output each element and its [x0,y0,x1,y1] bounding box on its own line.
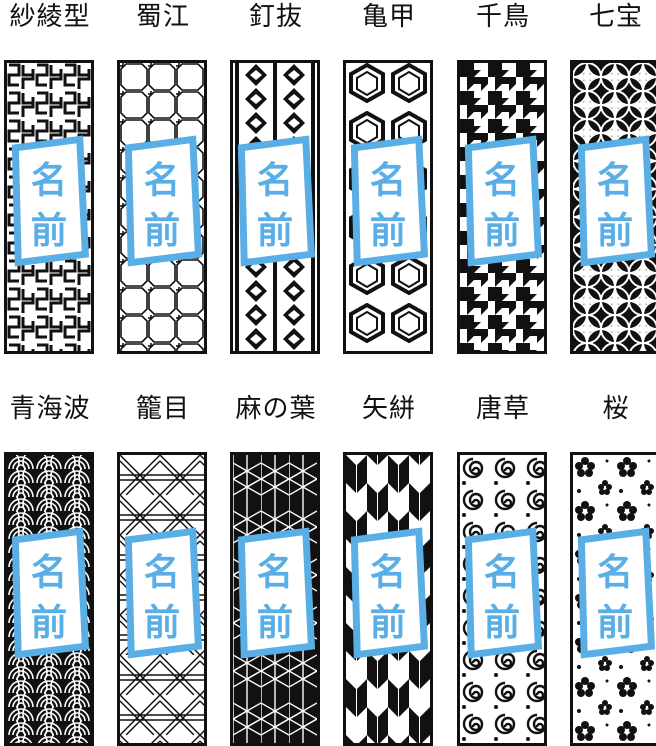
kagome-pattern: 名 前 [117,452,207,746]
yagasuri-pattern: 名 前 [343,452,433,746]
kikko-pattern: 名 前 [343,60,433,354]
svg-text:前: 前 [257,601,293,644]
name-badge-icon: 名 前 [577,135,656,267]
pattern-title: 唐草 [475,394,530,424]
pattern-title: 千鳥 [475,2,530,32]
name-badge-icon: 名 前 [577,527,656,659]
name-badge-icon: 名 前 [124,135,203,267]
svg-text:前: 前 [597,209,633,252]
name-badge-icon: 名 前 [11,135,90,267]
seigaiha-pattern: 名 前 [4,452,94,746]
houndstooth-pattern: 名 前 [457,60,547,354]
svg-text:名: 名 [144,159,180,202]
name-badge-icon: 名 前 [237,527,316,659]
svg-text:名: 名 [257,159,293,202]
pattern-title: 籠目 [135,394,190,424]
pattern-title: 釘抜 [248,2,303,32]
svg-text:名: 名 [31,159,67,202]
svg-text:前: 前 [597,601,633,644]
karakusa-pattern: 名 前 [457,452,547,746]
svg-text:前: 前 [484,209,520,252]
svg-text:名: 名 [370,551,406,594]
svg-text:前: 前 [370,209,406,252]
name-badge-icon: 名 前 [464,135,543,267]
pattern-title: 青海波 [9,394,91,424]
pattern-title: 矢絣 [361,394,416,424]
svg-text:名: 名 [257,551,293,594]
shokko-pattern: 名 前 [117,60,207,354]
svg-text:名: 名 [597,159,633,202]
svg-text:前: 前 [31,601,67,644]
pattern-title: 七宝 [588,2,643,32]
pattern-title: 蜀江 [135,2,190,32]
name-badge-icon: 名 前 [11,527,90,659]
svg-text:前: 前 [31,209,67,252]
name-badge-icon: 名 前 [350,527,429,659]
svg-text:前: 前 [144,209,180,252]
svg-text:名: 名 [597,551,633,594]
pattern-title: 紗綾型 [9,2,91,32]
name-badge-icon: 名 前 [350,135,429,267]
asanoha-pattern: 名 前 [230,452,320,746]
pattern-title: 亀甲 [361,2,416,32]
svg-text:名: 名 [484,159,520,202]
shippo-pattern: 名 前 [570,60,656,354]
pattern-title: 桜 [602,394,630,424]
sakura-pattern: 名 前 [570,452,656,746]
svg-text:名: 名 [144,551,180,594]
sayagata-pattern: 名 前 [4,60,94,354]
svg-text:前: 前 [257,209,293,252]
pattern-title: 麻の葉 [235,394,317,424]
name-badge-icon: 名 前 [237,135,316,267]
svg-text:前: 前 [484,601,520,644]
svg-text:名: 名 [370,159,406,202]
svg-text:名: 名 [31,551,67,594]
svg-text:名: 名 [484,551,520,594]
name-badge-icon: 名 前 [464,527,543,659]
name-badge-icon: 名 前 [124,527,203,659]
svg-text:前: 前 [144,601,180,644]
kuginuki-pattern: 名 前 [230,60,320,354]
svg-text:前: 前 [370,601,406,644]
